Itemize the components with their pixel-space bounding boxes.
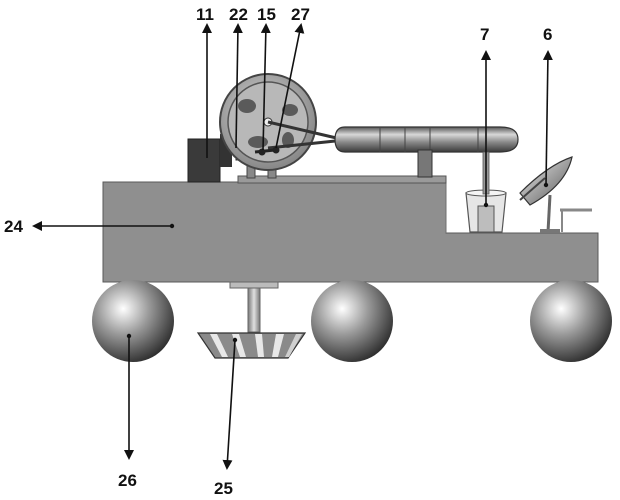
arrow-15: [260, 23, 271, 151]
label-7: 7: [480, 25, 489, 44]
label-24: 24: [4, 217, 23, 236]
leader-lines: [32, 23, 553, 470]
propeller: [196, 332, 307, 359]
label-27: 27: [291, 5, 310, 24]
arrow-25: [222, 339, 236, 470]
solar-dish: [519, 156, 592, 233]
label-6: 6: [543, 25, 552, 44]
label-22: 22: [229, 5, 248, 24]
engine-base-plate: [237, 175, 447, 184]
engine-cylinder: [334, 126, 519, 153]
control-box: [187, 138, 221, 183]
arrow-6: [542, 50, 553, 186]
float-sphere-middle: [311, 280, 393, 362]
arrow-22: [232, 23, 243, 149]
propeller-shaft: [247, 281, 261, 333]
label-15: 15: [257, 5, 276, 24]
float-sphere-left: [92, 280, 174, 362]
label-25: 25: [214, 479, 233, 498]
float-sphere-right: [530, 280, 612, 362]
arrow-27: [275, 23, 305, 149]
label-11: 11: [196, 5, 214, 24]
label-26: 26: [118, 471, 137, 490]
